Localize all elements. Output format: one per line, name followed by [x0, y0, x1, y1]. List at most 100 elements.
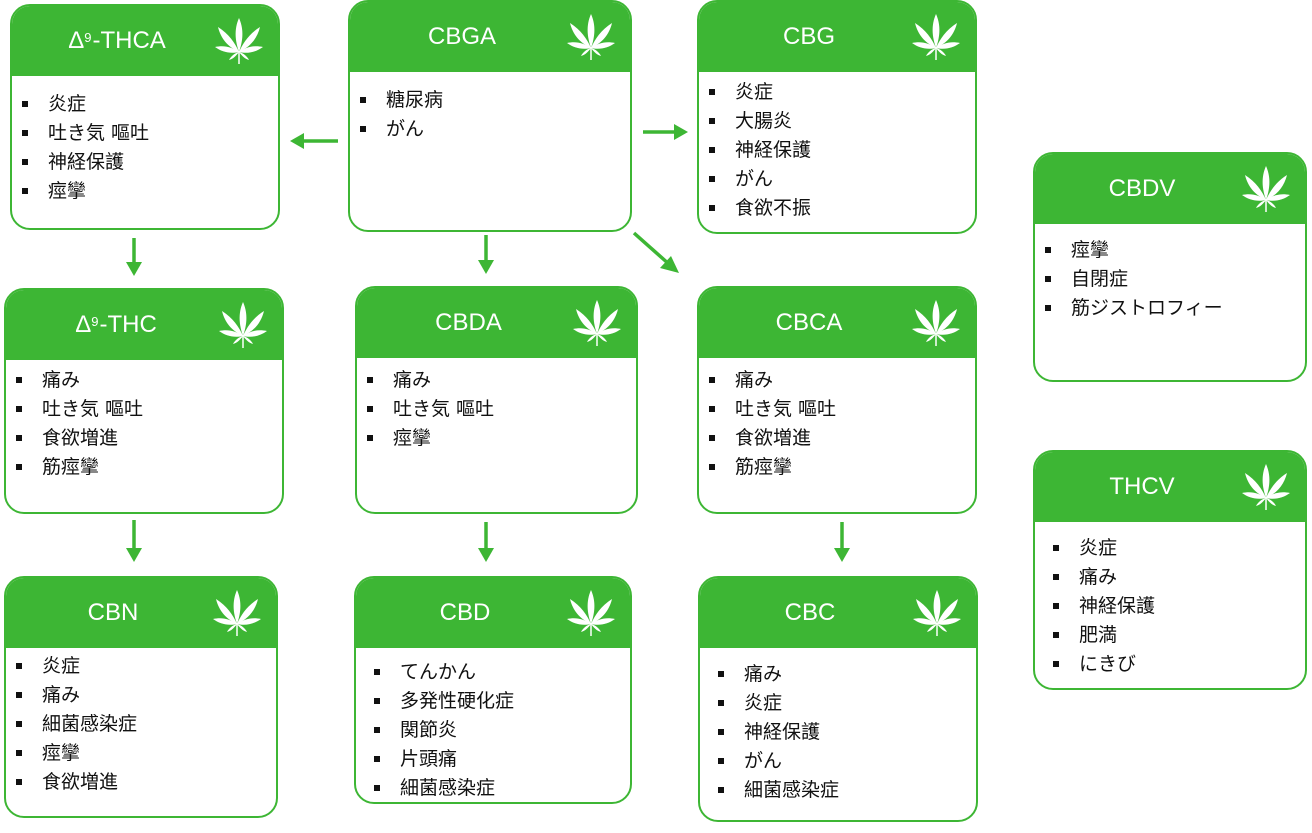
effect-item: にきび: [1053, 650, 1305, 679]
effect-list: 痛み吐き気 嘔吐食欲増進筋痙攣: [6, 360, 282, 482]
card-cbdv: CBDV 痙攣自閉症筋ジストロフィー: [1033, 152, 1307, 382]
effect-item: 吐き気 嘔吐: [16, 395, 282, 424]
effect-item: 神経保護: [22, 148, 278, 177]
effect-item: 細菌感染症: [16, 710, 276, 739]
card-thcv: THCV 炎症痛み神経保護肥満にきび: [1033, 450, 1307, 690]
effect-item: 痛み: [16, 681, 276, 710]
card-header: CBDV: [1035, 154, 1305, 224]
effect-list: 糖尿病がん: [350, 72, 630, 144]
effect-list: 炎症痛み神経保護肥満にきび: [1035, 522, 1305, 679]
cannabis-leaf-icon: [214, 17, 264, 65]
effect-item: 炎症: [1053, 534, 1305, 563]
card-title: CBCA: [699, 288, 975, 358]
effect-item: 痙攣: [16, 739, 276, 768]
effect-item: 食欲不振: [709, 194, 975, 223]
cannabis-leaf-icon: [1241, 463, 1291, 511]
delta-symbol: Δ: [75, 311, 92, 338]
arrow-thca-to-thc: [126, 238, 142, 276]
superscript: 9: [84, 29, 92, 45]
card-name: -THCA: [92, 27, 166, 54]
effect-item: 炎症: [22, 90, 278, 119]
arrow-cbga-to-cbca: [632, 231, 679, 273]
arrow-cbga-to-cbg: [643, 124, 688, 140]
card-title: CBGA: [350, 2, 630, 72]
delta-symbol: Δ: [68, 27, 85, 54]
effect-item: がん: [718, 747, 976, 776]
effect-list: 痛み炎症神経保護がん細菌感染症: [700, 648, 976, 805]
effect-item: 神経保護: [718, 718, 976, 747]
effect-item: がん: [360, 115, 630, 144]
effect-item: てんかん: [374, 658, 630, 687]
card-header: CBD: [356, 578, 630, 648]
card-cbca: CBCA 痛み吐き気 嘔吐食欲増進筋痙攣: [697, 286, 977, 514]
card-name: CBDA: [435, 309, 502, 336]
effect-item: 吐き気 嘔吐: [709, 395, 975, 424]
arrow-thc-to-cbn: [126, 520, 142, 562]
card-name: CBGA: [427, 23, 496, 50]
effect-item: 痙攣: [1045, 236, 1305, 265]
arrow-cbga-to-cbda: [478, 235, 494, 274]
superscript: 9: [91, 313, 99, 329]
effect-item: 神経保護: [1053, 592, 1305, 621]
cannabis-leaf-icon: [218, 301, 268, 349]
cannabis-leaf-icon: [911, 299, 961, 347]
effect-item: 多発性硬化症: [374, 687, 630, 716]
card-title: CBG: [699, 2, 975, 72]
card-cbd: CBD てんかん多発性硬化症関節炎片頭痛細菌感染症: [354, 576, 632, 804]
card-name: CBD: [439, 599, 491, 626]
card-header: CBN: [6, 578, 276, 648]
effect-item: 筋痙攣: [709, 453, 975, 482]
effect-item: 糖尿病: [360, 86, 630, 115]
card-header: THCV: [1035, 452, 1305, 522]
effect-item: 食欲増進: [16, 424, 282, 453]
effect-item: 筋ジストロフィー: [1045, 294, 1305, 323]
effect-list: 炎症大腸炎神経保護がん食欲不振: [699, 72, 975, 223]
effect-item: 大腸炎: [709, 107, 975, 136]
card-header: CBCA: [699, 288, 975, 358]
effect-item: 痙攣: [22, 177, 278, 206]
card-title: CBDV: [1035, 154, 1305, 224]
effect-item: 吐き気 嘔吐: [22, 119, 278, 148]
card-cbga: CBGA 糖尿病がん: [348, 0, 632, 232]
arrow-cbca-to-cbc: [834, 522, 850, 562]
card-title: CBN: [6, 578, 276, 648]
card-name: CBCA: [775, 309, 843, 336]
card-header: CBGA: [350, 2, 630, 72]
effect-item: 食欲増進: [16, 768, 276, 797]
card-title: CBD: [356, 578, 630, 648]
effect-item: 痛み: [718, 660, 976, 689]
effect-item: 細菌感染症: [374, 774, 630, 802]
card-header: CBG: [699, 2, 975, 72]
card-title: CBC: [700, 578, 976, 648]
effect-item: 食欲増進: [709, 424, 975, 453]
effect-item: 痛み: [16, 366, 282, 395]
effect-item: がん: [709, 165, 975, 194]
effect-item: 自閉症: [1045, 265, 1305, 294]
cannabis-leaf-icon: [911, 13, 961, 61]
cannabis-leaf-icon: [572, 299, 622, 347]
card-header: CBC: [700, 578, 976, 648]
effect-item: 関節炎: [374, 716, 630, 745]
effect-list: てんかん多発性硬化症関節炎片頭痛細菌感染症: [356, 648, 630, 802]
card-name: CBC: [784, 599, 836, 626]
effect-item: 肥満: [1053, 621, 1305, 650]
effect-item: 炎症: [16, 652, 276, 681]
cannabis-leaf-icon: [566, 13, 616, 61]
effect-item: 細菌感染症: [718, 776, 976, 805]
effect-list: 炎症吐き気 嘔吐神経保護痙攣: [12, 76, 278, 206]
card-cbda: CBDA 痛み吐き気 嘔吐痙攣: [355, 286, 638, 514]
cannabis-leaf-icon: [1241, 165, 1291, 213]
effect-item: 片頭痛: [374, 745, 630, 774]
effect-item: 吐き気 嘔吐: [367, 395, 636, 424]
effect-item: 筋痙攣: [16, 453, 282, 482]
card-name: THCV: [1109, 473, 1175, 500]
card-cbc: CBC 痛み炎症神経保護がん細菌感染症: [698, 576, 978, 822]
card-name: CBDV: [1108, 175, 1176, 202]
effect-item: 炎症: [709, 78, 975, 107]
arrow-cbga-to-thca: [290, 133, 338, 149]
